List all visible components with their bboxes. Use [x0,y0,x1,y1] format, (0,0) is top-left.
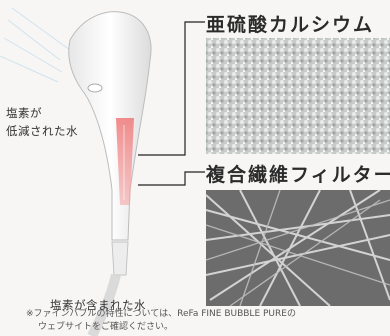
calcium-sulfite-heading: 亜硫酸カルシウム [206,14,375,36]
chlorine-water-label: 塩素が含まれた水 [50,298,146,312]
shower-head [68,11,152,241]
water-column [116,118,134,205]
hose [87,241,129,336]
footnote-line2: ウェブサイトをご確認ください。 [38,322,174,332]
reduced-chlorine-label: 塩素が 低減された水 [6,106,78,138]
fiber-filter-photo [205,189,390,307]
fiber-filter-heading: 複合繊維フィルター [206,164,390,186]
calcium-sulfite-photo [206,38,390,154]
footnote-line1: ※ファインバブルの特性については、ReFa FINE BUBBLE PUREの [26,309,296,319]
pointer-lines [138,21,205,186]
spray-lines [0,7,71,83]
